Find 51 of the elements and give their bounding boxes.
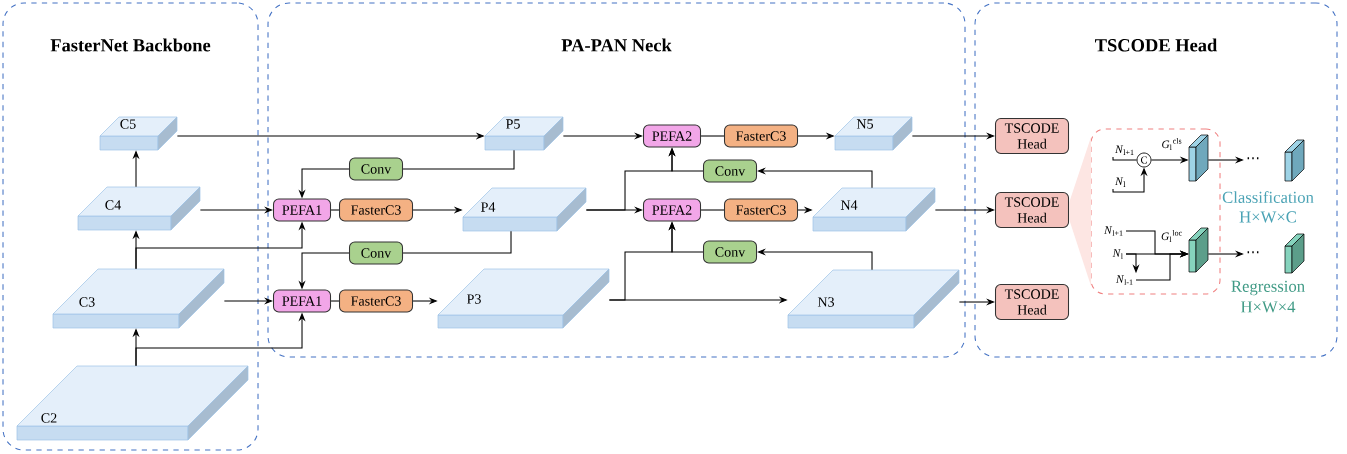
feature-label: N$_{l}$ [1115,177,1126,187]
panel-title: PA-PAN Neck [561,38,672,52]
connector-line [1112,156,1138,161]
panel-title: FasterNet Backbone [50,38,211,52]
feature-map: P4 [462,187,587,232]
detail-box [1090,128,1221,295]
connector-line [330,209,340,211]
connector-line [402,149,515,170]
feature-map: N5 [834,116,913,151]
dashed-panel [267,2,966,358]
feature-map: P5 [484,116,564,151]
ellipsis: ⋯ [1247,157,1259,160]
feature-map: C4 [77,186,201,231]
feature-map: C2 [16,365,249,441]
module-box: PEFA1 [273,289,332,313]
output-caption: H×W×C [1239,211,1296,223]
dashed-panel [2,2,259,451]
feature-label: N$_{l+1}$ [1115,145,1134,155]
feature-label: N$_{l+1}$ [1104,226,1123,236]
head-box: TSCODE Head [995,192,1070,229]
connector-line [700,209,725,211]
head-box: TSCODE Head [995,118,1070,155]
feature-map: N3 [787,269,960,329]
module-box: PEFA2 [643,198,702,222]
panel-title: TSCODE Head [1095,38,1218,52]
feature-map: C3 [52,268,225,329]
module-box: Conv [349,241,404,265]
output-caption: Classification [1222,191,1314,203]
ellipsis: ⋯ [1247,251,1259,254]
module-box: FasterC3 [339,289,414,313]
feature-label: N$_{l}$ [1112,249,1123,259]
module-box: FasterC3 [724,198,799,222]
module-box: Conv [703,240,758,264]
output-caption: H×W×4 [1241,301,1296,313]
module-box: Conv [703,159,758,183]
feature-map: P3 [437,268,610,329]
feature-map: C5 [99,116,178,151]
feature-map: N4 [812,187,936,232]
module-box: FasterC3 [724,124,799,148]
dashed-panel [974,2,1338,358]
module-box: PEFA2 [643,124,702,148]
connector-line [330,300,340,302]
head-box: TSCODE Head [995,284,1070,321]
connector-line [402,230,512,254]
feature-label: N$_{l-1}$ [1115,275,1133,285]
module-box: Conv [349,157,404,181]
module-box: FasterC3 [339,198,414,222]
output-caption: Regression [1231,280,1305,296]
connector-line [700,135,725,137]
zoom-funnel [1069,137,1091,286]
module-box: PEFA1 [273,198,332,222]
